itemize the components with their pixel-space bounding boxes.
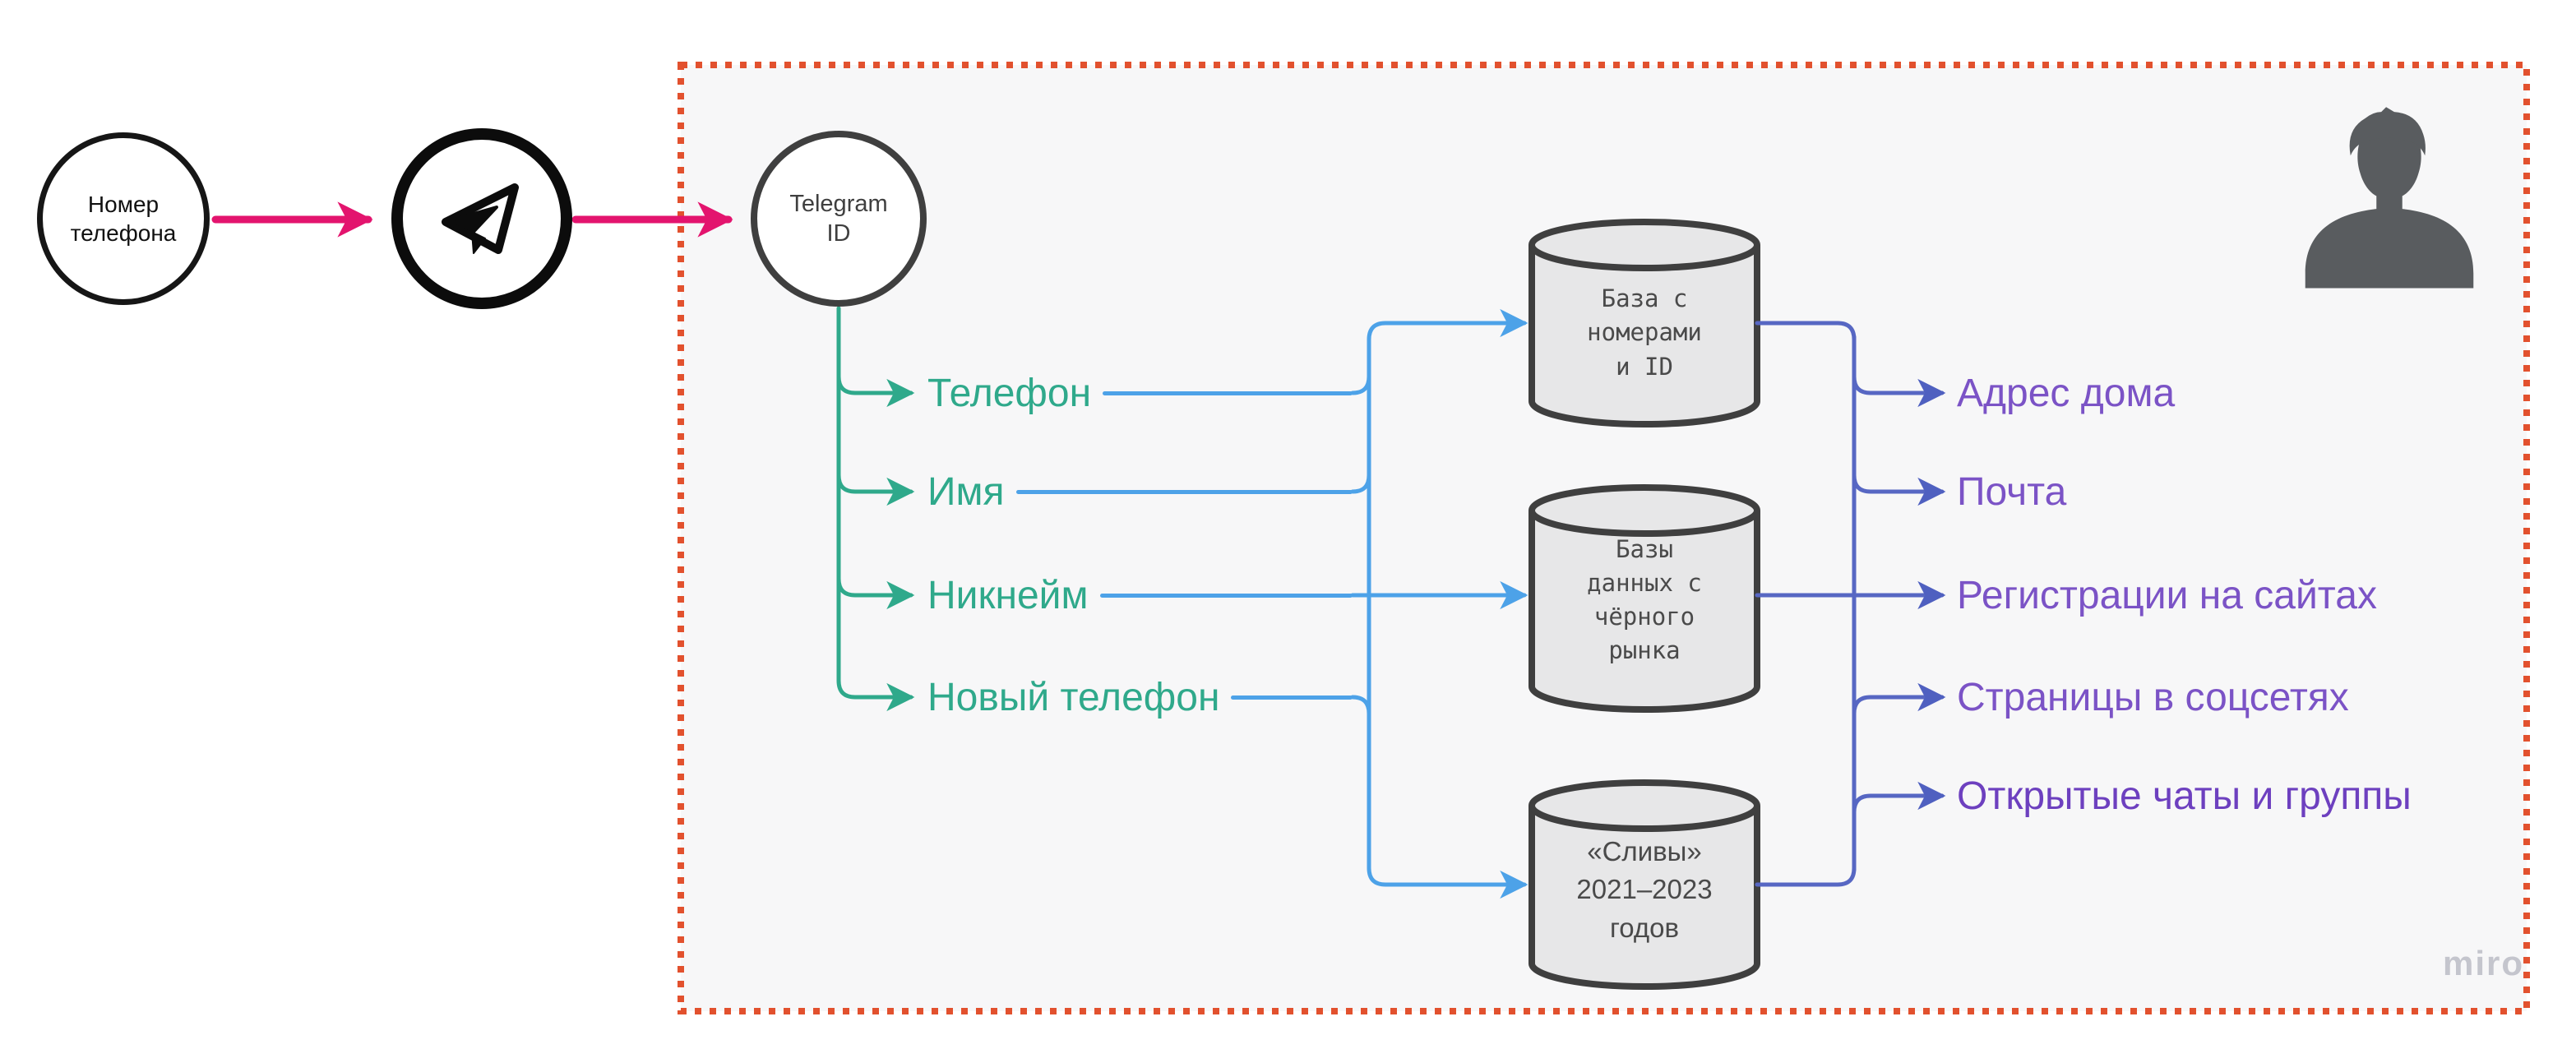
output-row-home-address[interactable]: Адрес дома: [1957, 369, 2175, 417]
input-row-nickname[interactable]: Никнейм: [927, 571, 1353, 619]
connector-nickname-line: [1099, 593, 1353, 598]
telegram-id-label: Telegram ID: [789, 190, 888, 247]
input-row-new-phone[interactable]: Новый телефон: [927, 673, 1353, 721]
connector-new-phone-line: [1231, 695, 1353, 700]
db-cylinder-2-top[interactable]: [1528, 484, 1760, 537]
edge-id-to-telephone: [836, 374, 915, 408]
telegram-icon: [442, 183, 519, 254]
edge-to-social: [1852, 682, 1946, 716]
db-label-black-market[interactable]: Базы данных с чёрного рынка: [1587, 534, 1702, 665]
output-label-site-registrations: Регистрации на сайтах: [1957, 573, 2377, 617]
edge-id-to-new-phone: [836, 306, 915, 712]
database-cylinders: [1528, 219, 1760, 990]
connector-name-line: [1015, 489, 1353, 494]
db-cylinder-3-top[interactable]: [1528, 779, 1760, 832]
telegram-id-node[interactable]: Telegram ID: [751, 131, 927, 307]
edge-to-mail: [1852, 473, 1946, 506]
db-label-numbers-id[interactable]: База с номерами и ID: [1587, 284, 1702, 381]
output-label-home-address: Адрес дома: [1957, 371, 2176, 415]
input-label-new-phone: Новый телефон: [927, 675, 1220, 719]
edge-bus-to-db3: [1367, 711, 1528, 899]
input-label-name: Имя: [927, 469, 1005, 514]
input-row-telephone[interactable]: Телефон: [927, 369, 1353, 417]
output-label-mail: Почта: [1957, 469, 2067, 514]
edge-db3-merge: [1755, 866, 1857, 887]
phone-number-label: Номер телефона: [70, 192, 177, 246]
output-label-open-chats: Открытые чаты и группы: [1957, 774, 2412, 818]
db-cylinder-1-top[interactable]: [1528, 219, 1760, 271]
connector-telephone-line: [1103, 390, 1353, 395]
db-cylinder-1[interactable]: [1528, 245, 1760, 427]
output-row-mail[interactable]: Почта: [1957, 468, 2066, 515]
edge-id-to-name: [836, 473, 915, 506]
telegram-node[interactable]: [391, 128, 572, 309]
output-row-social-pages[interactable]: Страницы в соцсетях: [1957, 673, 2349, 721]
phone-number-node[interactable]: Номер телефона: [37, 132, 210, 305]
miro-watermark: miro: [2442, 944, 2524, 982]
output-label-social-pages: Страницы в соцсетях: [1957, 675, 2349, 719]
db-label-leaks[interactable]: «Сливы» 2021–2023 годов: [1576, 836, 1713, 943]
person-icon[interactable]: [2292, 100, 2486, 330]
output-row-open-chats[interactable]: Открытые чаты и группы: [1957, 772, 2412, 820]
input-label-telephone: Телефон: [927, 371, 1092, 415]
edge-to-chats: [1852, 781, 1946, 815]
db-cylinder-2[interactable]: [1528, 511, 1760, 713]
input-label-nickname: Никнейм: [927, 573, 1089, 617]
input-row-name[interactable]: Имя: [927, 468, 1353, 515]
edge-bus-to-db1: [1367, 308, 1528, 379]
db-cylinder-3[interactable]: [1528, 806, 1760, 990]
edge-to-address: [1852, 374, 1946, 408]
edge-id-to-nickname: [836, 576, 915, 610]
output-row-site-registrations[interactable]: Регистрации на сайтах: [1957, 571, 2377, 619]
